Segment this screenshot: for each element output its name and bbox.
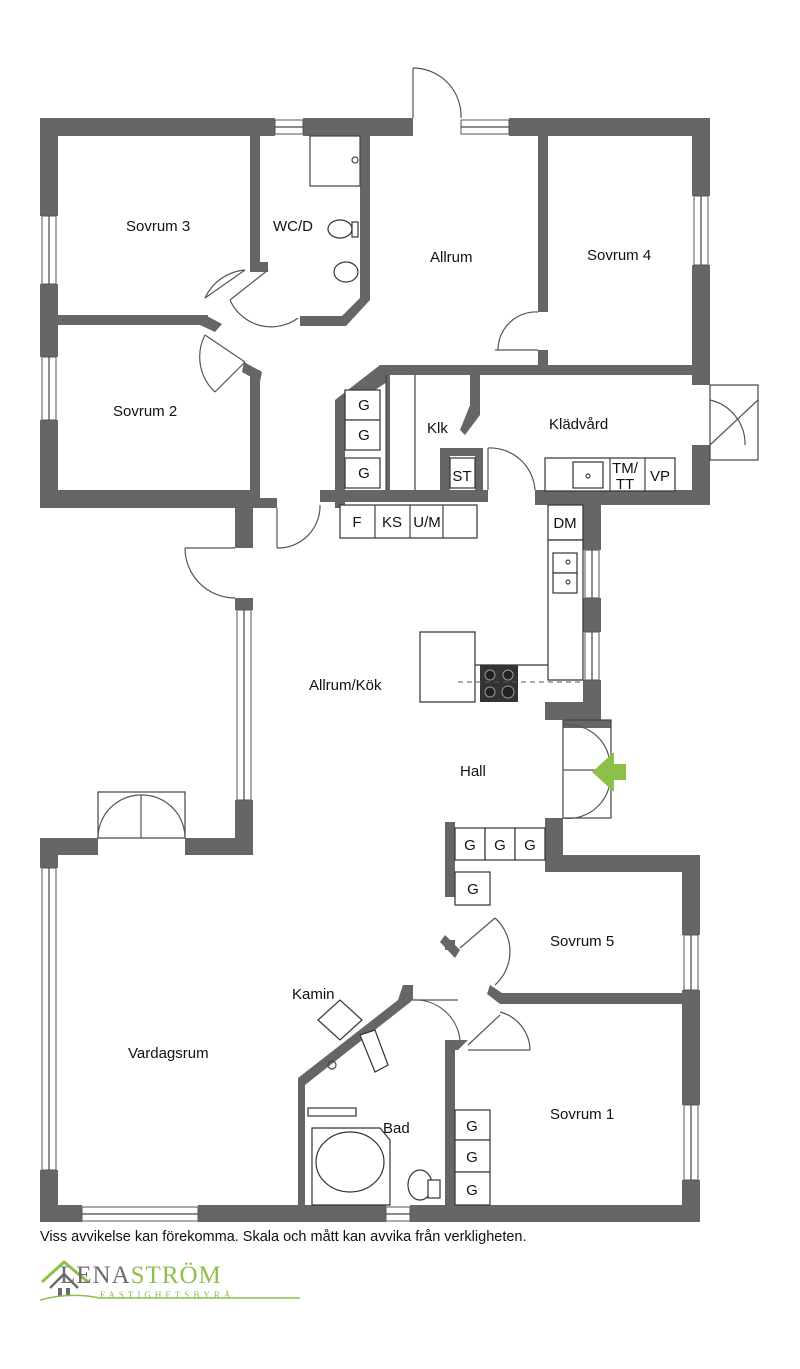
label-hall: Hall <box>460 763 486 780</box>
logo-wordmark: LENASTRÖM <box>60 1262 222 1290</box>
label-garderob: G <box>494 837 506 854</box>
fixtures <box>307 135 676 1206</box>
label-vardagsrum: Vardagsrum <box>128 1045 209 1062</box>
inner-walls <box>58 136 710 1205</box>
label-garderob: G <box>464 837 476 854</box>
logo-subtitle: FASTIGHETSBYRÅ <box>100 1290 235 1300</box>
label-kladvard: Klädvård <box>549 416 608 433</box>
label-tm: TM/ <box>612 460 639 477</box>
label-kamin: Kamin <box>292 986 335 1003</box>
logo-name-part1: LENA <box>60 1262 131 1289</box>
doors <box>97 67 759 1051</box>
label-klk: Klk <box>427 420 448 437</box>
label-sovrum-4: Sovrum 4 <box>587 247 651 264</box>
label-st: ST <box>452 468 471 485</box>
label-garderob: G <box>466 1182 478 1199</box>
label-garderob: G <box>467 881 479 898</box>
label-allrum-kok: Allrum/Kök <box>309 677 382 694</box>
label-tt: TT <box>616 476 634 493</box>
label-um: U/M <box>413 514 441 531</box>
disclaimer-text: Viss avvikelse kan förekomma. Skala och … <box>40 1229 527 1245</box>
label-dm: DM <box>553 515 576 532</box>
fixture-labels: G G G ST TM/ TT VP F KS U/M DM G G G G G… <box>352 397 670 1199</box>
outer-walls <box>40 118 710 1222</box>
label-bad: Bad <box>383 1120 410 1137</box>
label-garderob: G <box>466 1118 478 1135</box>
label-garderob: G <box>358 465 370 482</box>
label-sovrum-1: Sovrum 1 <box>550 1106 614 1123</box>
label-sovrum-5: Sovrum 5 <box>550 933 614 950</box>
label-garderob: G <box>358 427 370 444</box>
label-ks: KS <box>382 514 402 531</box>
label-garderob: G <box>524 837 536 854</box>
entrance-arrow-icon <box>592 752 626 792</box>
label-vp: VP <box>650 468 670 485</box>
label-wc-d: WC/D <box>273 218 313 235</box>
label-allrum: Allrum <box>430 249 473 266</box>
label-sovrum-2: Sovrum 2 <box>113 403 177 420</box>
windows <box>41 119 709 1222</box>
room-labels: Sovrum 3 WC/D Allrum Sovrum 4 Sovrum 2 K… <box>113 218 651 1137</box>
label-garderob: G <box>358 397 370 414</box>
logo-house-icon <box>40 1260 300 1301</box>
label-f: F <box>352 514 361 531</box>
label-sovrum-3: Sovrum 3 <box>126 218 190 235</box>
label-garderob: G <box>466 1149 478 1166</box>
logo-name-part2: STRÖM <box>130 1262 222 1289</box>
